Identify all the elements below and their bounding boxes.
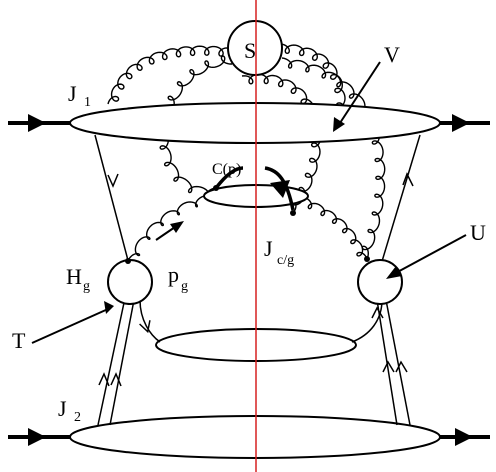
hg-vertex — [107, 259, 153, 305]
pointer-arrows — [31, 61, 467, 344]
label-j2-sub: 2 — [74, 410, 81, 425]
label-j1: J — [68, 81, 77, 106]
gluon-h-jcg — [127, 195, 205, 262]
quark-lines — [94, 134, 421, 426]
gluon-jcg-u — [305, 197, 368, 260]
label-jcg-sub: c/g — [277, 253, 294, 268]
u-vertex — [357, 259, 403, 305]
u-pointer-icon — [386, 266, 402, 279]
label-jcg: J — [264, 236, 273, 261]
label-pg-sub: g — [181, 279, 188, 294]
label-hg: H — [66, 264, 82, 289]
incoming-arrow-top-icon — [28, 114, 46, 132]
outgoing-arrow-bottom-icon — [455, 428, 473, 446]
label-j2: J — [58, 396, 67, 421]
soft-function-circle — [227, 20, 283, 76]
gluon-lines — [107, 43, 386, 262]
incoming-arrow-bottom-icon — [28, 428, 46, 446]
t-pointer-icon — [104, 301, 114, 314]
label-t: T — [12, 328, 26, 353]
j2-ellipse — [69, 415, 441, 459]
label-j1-sub: 1 — [84, 95, 91, 110]
label-u: U — [470, 220, 486, 245]
label-hg-sub: g — [83, 279, 90, 294]
label-s: S — [244, 38, 256, 63]
pg-arrow-icon — [170, 221, 184, 233]
gluon-j1-s — [107, 45, 230, 105]
label-cp: C(p) — [212, 161, 241, 178]
cp-arrow-icon — [270, 180, 290, 198]
label-pg: p — [168, 262, 179, 287]
v-pointer-icon — [333, 117, 345, 132]
collinear-line-cp — [214, 166, 295, 211]
label-v: V — [384, 42, 400, 67]
gluon-s-v — [279, 43, 347, 129]
j1-ellipse — [69, 102, 441, 144]
outgoing-arrow-top-icon — [452, 114, 470, 132]
